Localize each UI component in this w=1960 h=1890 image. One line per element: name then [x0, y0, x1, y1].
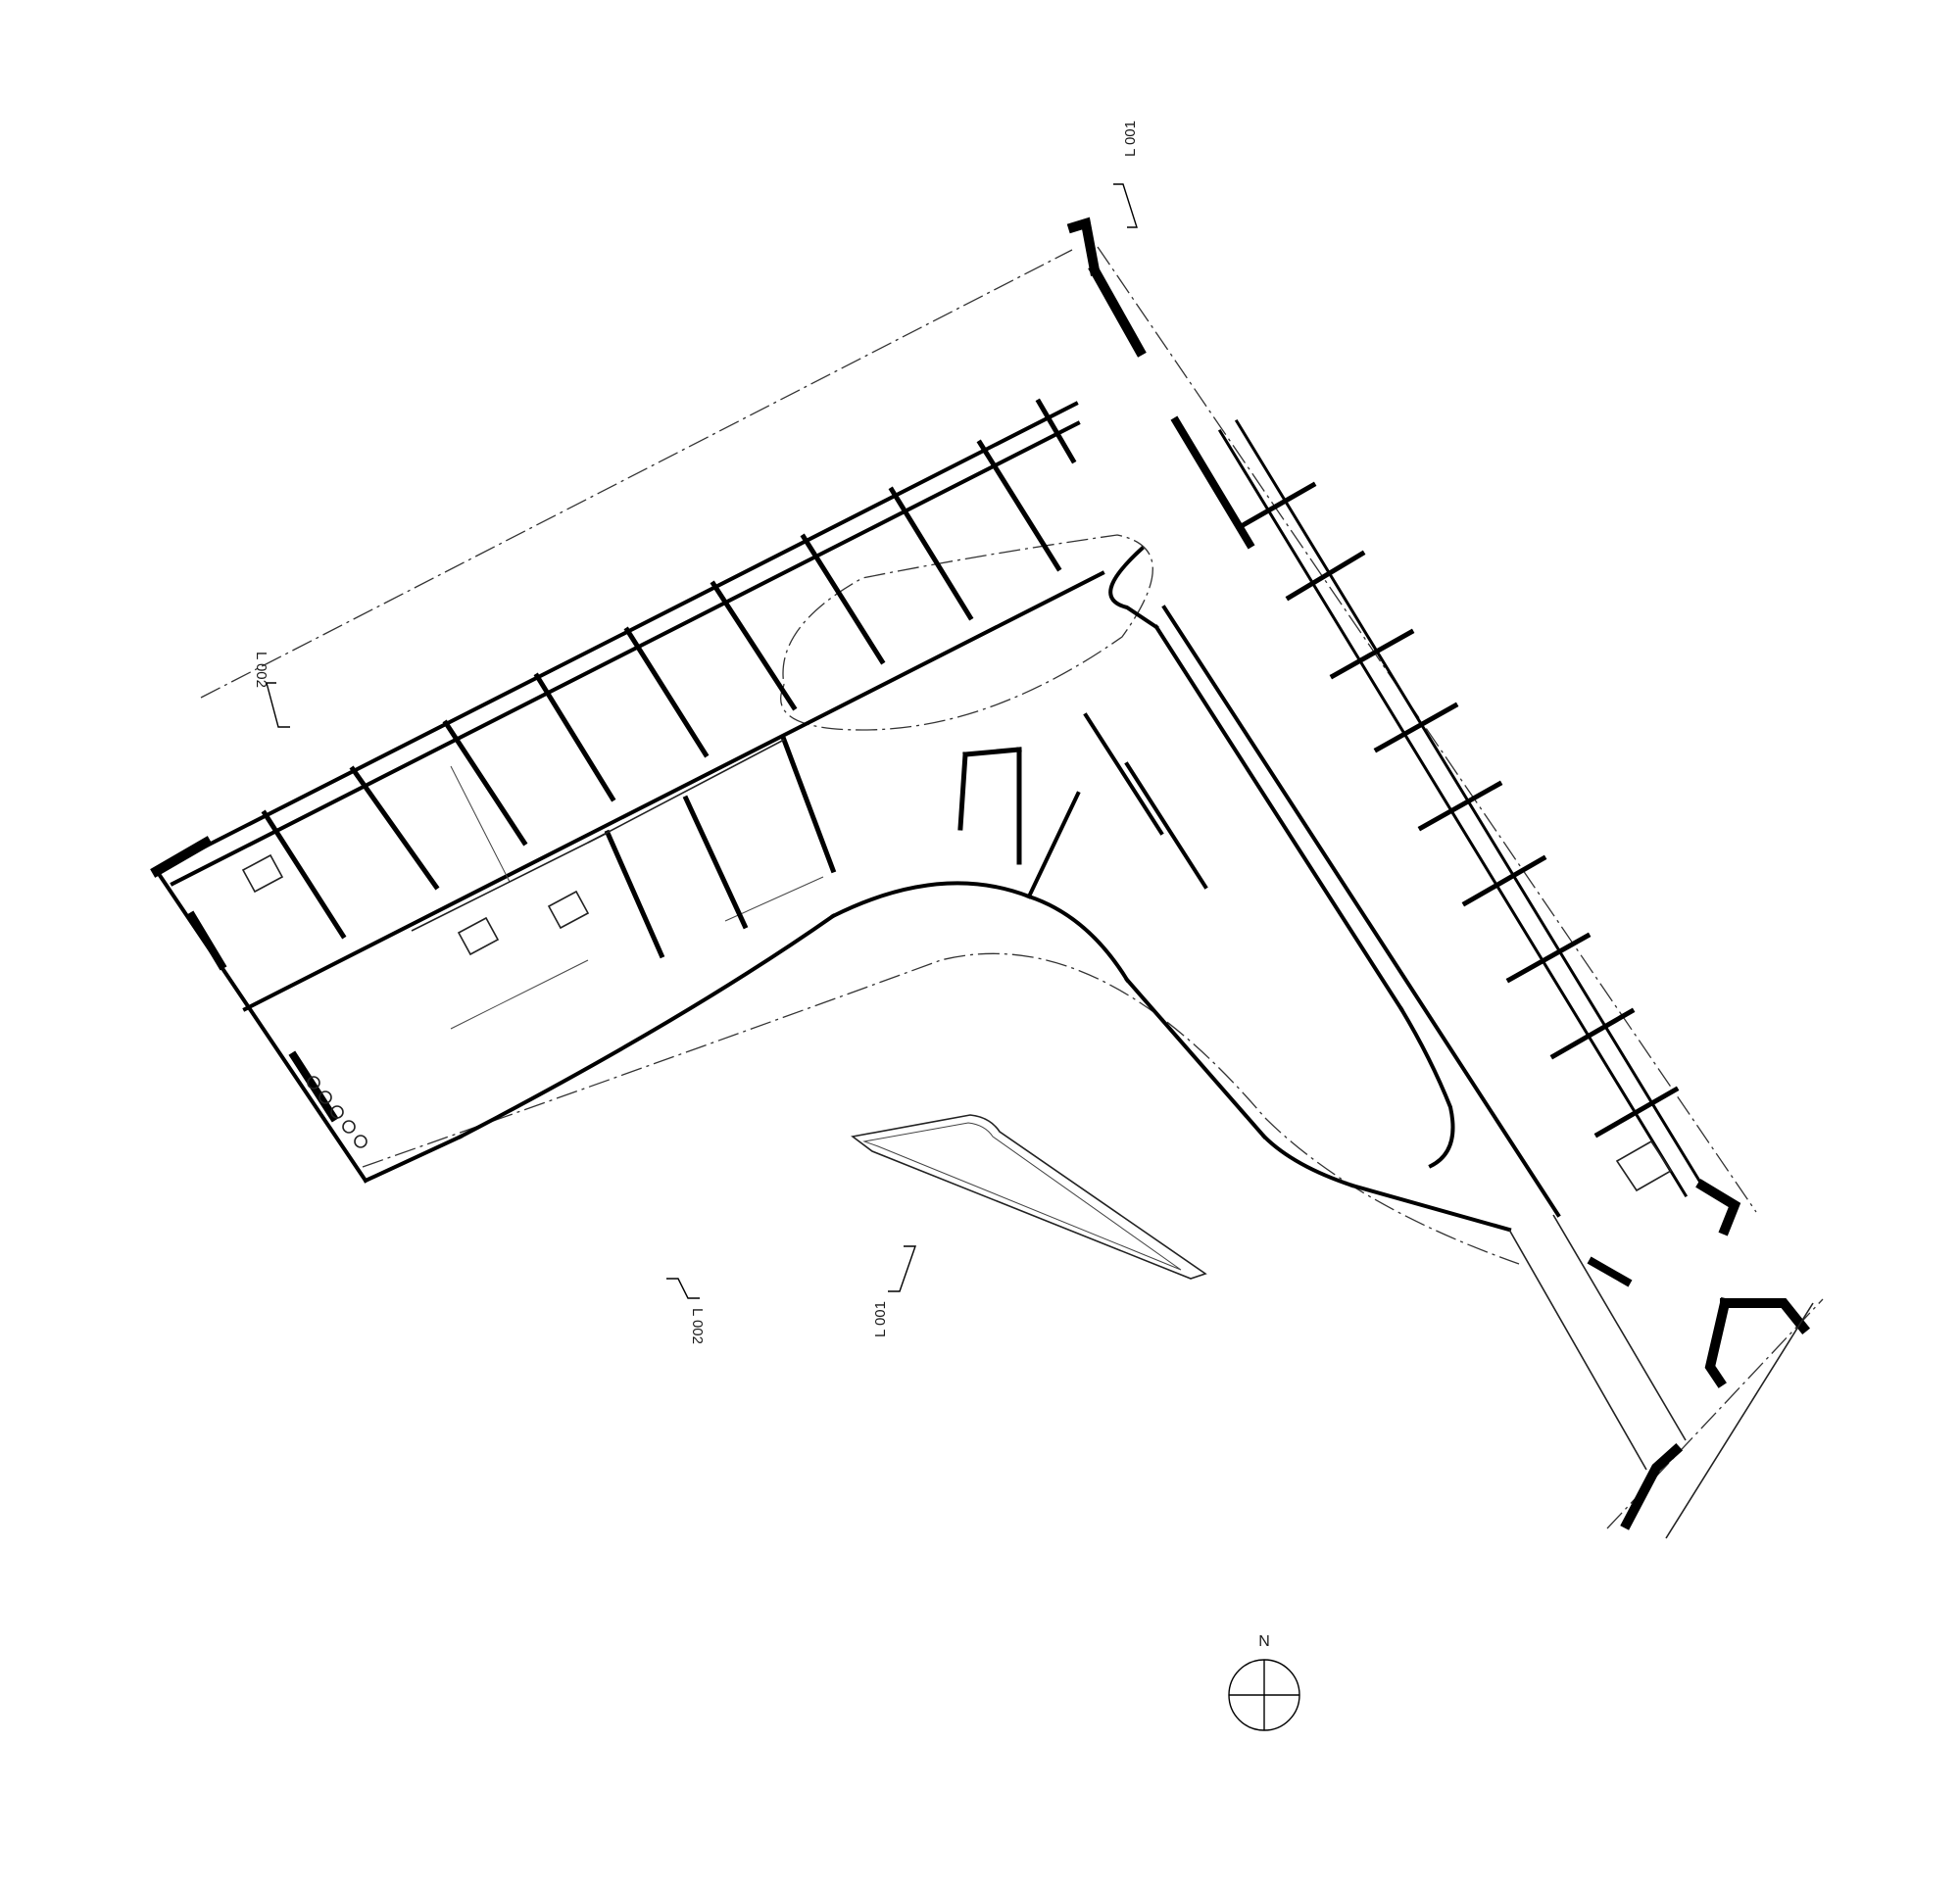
room-partitions-nw-wing: [261, 398, 1077, 1030]
room-partitions-e-wing: [1241, 481, 1680, 1139]
north-arrow-icon: [1228, 1659, 1300, 1731]
section-marker-l002-bottom: L 002: [666, 1278, 706, 1344]
exterior-walls: [150, 217, 1741, 1287]
section-marker-l002-left: L 002: [253, 652, 290, 728]
section-label: L 001: [872, 1301, 889, 1337]
section-label: L 002: [253, 652, 270, 688]
north-arrow: N: [1228, 1633, 1300, 1731]
section-label: L 002: [689, 1308, 706, 1344]
room-partitions-south-wing: [411, 712, 1208, 959]
site-boundary: [200, 246, 1824, 1529]
entrance-block: [1508, 1214, 1814, 1539]
section-label: L 001: [1122, 121, 1139, 157]
fixtures: [241, 853, 1673, 1192]
section-marker-l001-bottom: L 001: [872, 1245, 916, 1337]
section-marker-l001-top: L 001: [1113, 121, 1139, 228]
north-label: N: [1258, 1633, 1270, 1650]
courtyard-planter: [851, 1114, 1207, 1280]
